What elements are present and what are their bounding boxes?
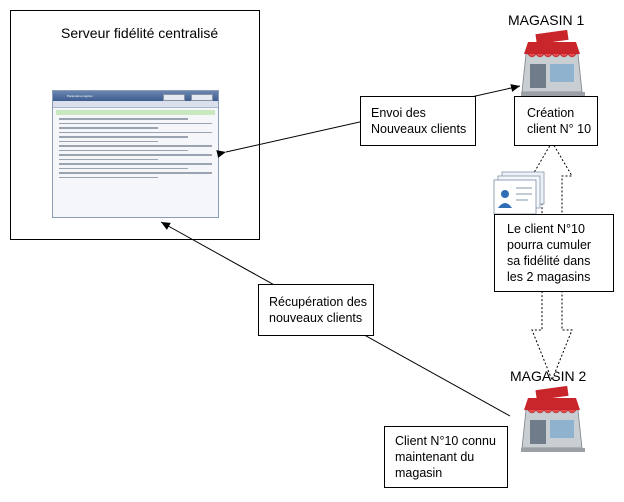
server-title: Serveur fidélité centralisé	[61, 25, 219, 41]
software-title-bar: Paramètres logiciel	[53, 91, 218, 101]
callout-envoi: Envoi des Nouveaux clients	[360, 96, 476, 146]
callout-envoi-line2: Nouveaux clients	[371, 122, 467, 136]
callout-connu-line1: Client N°10 connu	[395, 434, 496, 448]
callout-cumul-line2: pourra cumuler	[507, 238, 592, 252]
callout-envoi-line1: Envoi des	[371, 106, 426, 120]
callout-cumul: Le client N°10 pourra cumuler sa fidélit…	[494, 214, 614, 292]
callout-recup: Récupération des nouveaux clients	[258, 284, 374, 336]
shop-icon	[521, 385, 585, 452]
shop-icon	[521, 29, 585, 96]
callout-creation-line1: Création	[527, 106, 575, 120]
callout-cumul-line1: Le client N°10	[507, 222, 585, 236]
callout-cumul-line3: sa fidélité dans	[507, 254, 591, 268]
software-button	[163, 94, 185, 101]
callout-connu-line3: magasin	[395, 466, 443, 480]
callout-creation-line2: client N° 10	[527, 122, 592, 136]
software-info-banner	[56, 110, 215, 115]
software-window: Paramètres logiciel	[52, 90, 219, 218]
store2-title: MAGASIN 2	[510, 368, 587, 384]
software-tabs	[53, 101, 218, 108]
callout-recup-line1: Récupération des	[269, 295, 367, 309]
callout-connu-line2: maintenant du	[395, 450, 475, 464]
client-card-icon	[493, 171, 545, 215]
callout-cumul-line4: les 2 magasins	[507, 270, 591, 284]
callout-recup-line2: nouveaux clients	[269, 311, 363, 325]
callout-creation: Création client N° 10	[514, 96, 598, 146]
software-button	[191, 94, 213, 101]
callout-connu: Client N°10 connu maintenant du magasin	[384, 426, 508, 488]
store1-title: MAGASIN 1	[508, 12, 585, 28]
